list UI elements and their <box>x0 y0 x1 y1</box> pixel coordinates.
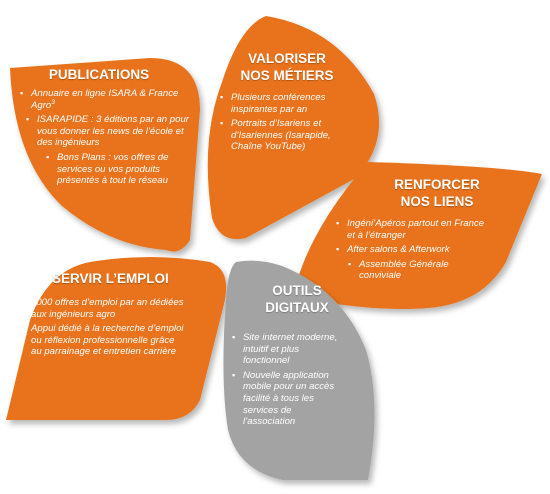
list-item: Assemblée Générale conviviale <box>348 259 486 282</box>
petal-valoriser-content: VALORISER NOS MÉTIERS Plusieurs conféren… <box>212 50 362 156</box>
list-item: Bons Plans : vos offres de services ou v… <box>46 152 181 187</box>
bullet-list: Annuaire en ligne ISARA & France Agro3 I… <box>20 88 190 187</box>
bullet-list: Plusieurs conférences inspirantes par an… <box>212 92 362 153</box>
petal-title: OUTILS DIGITAUX <box>265 283 329 315</box>
petal-title: SERVIR L’EMPLOI <box>52 271 169 286</box>
list-item: Nouvelle application mobile pour un accè… <box>232 370 344 428</box>
list-item: 3000 offres d’emploi par an dédiées aux … <box>20 297 186 320</box>
petal-publications-content: PUBLICATIONS Annuaire en ligne ISARA & F… <box>20 66 190 190</box>
petal-title: PUBLICATIONS <box>48 67 150 82</box>
list-item: Annuaire en ligne ISARA & France Agro3 <box>20 88 190 111</box>
list-item: Ingéni’Apéros partout en France et à l’é… <box>336 218 486 241</box>
list-item: Site internet moderne, intuitif et plus … <box>232 332 344 367</box>
petal-renforcer-content: RENFORCER NOS LIENS Ingéni’Apéros partou… <box>322 176 512 285</box>
list-item: Plusieurs conférences inspirantes par an <box>220 92 362 115</box>
list-item: Appui dédié à la recherche d’emploi ou r… <box>20 323 186 358</box>
bullet-list: Site internet moderne, intuitif et plus … <box>232 332 344 428</box>
petal-emploi-content: SERVIR L’EMPLOI 3000 offres d’emploi par… <box>20 270 216 361</box>
petal-title: VALORISER NOS MÉTIERS <box>240 51 334 83</box>
petal-title: RENFORCER NOS LIENS <box>394 177 480 209</box>
bullet-list: 3000 offres d’emploi par an dédiées aux … <box>20 297 186 358</box>
list-item: Portraits d’Isariens et d’Isariennes (Is… <box>220 118 362 153</box>
list-item: ISARAPIDE : 3 éditions par an pour vous … <box>26 114 190 149</box>
list-item: After salons & Afterwork <box>336 244 486 256</box>
petal-outils-content: OUTILS DIGITAUX Site internet moderne, i… <box>232 282 362 431</box>
bullet-list: Ingéni’Apéros partout en France et à l’é… <box>322 218 486 282</box>
